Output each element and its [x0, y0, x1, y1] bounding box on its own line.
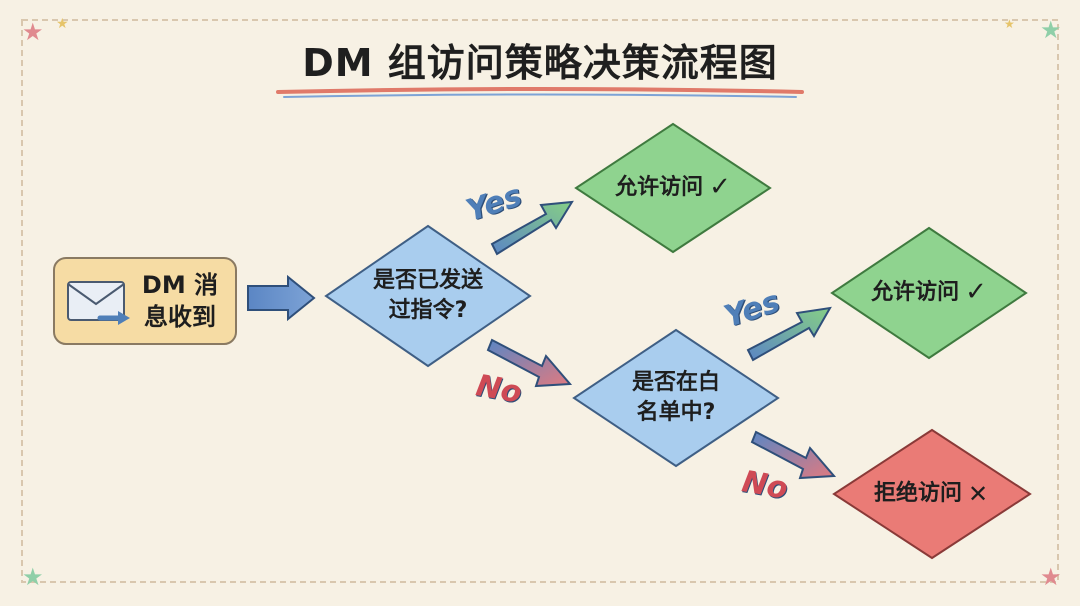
- decision1-node: [324, 224, 532, 368]
- star-icon: ★: [1040, 16, 1062, 44]
- star-icon: ★: [22, 18, 44, 46]
- decision2-line2: 名单中?: [636, 400, 716, 425]
- page-border: [21, 19, 1059, 583]
- start-node: [53, 257, 237, 345]
- arrow-start-to-decision1: [247, 274, 316, 322]
- allow1-label: 允许访问 ✓: [590, 170, 756, 206]
- arrow-yes-to-allow1: [490, 200, 574, 256]
- title-underline-secondary: [283, 93, 797, 98]
- decision2-node: [572, 328, 780, 468]
- allow2-node: [830, 226, 1028, 360]
- deny-label: 拒绝访问 ✕: [848, 476, 1014, 512]
- arrow-no-to-decision2: [486, 338, 573, 388]
- decision2-line1: 是否在白: [631, 370, 720, 396]
- decision1-line2: 过指令?: [388, 298, 468, 323]
- star-icon: ★: [56, 16, 69, 32]
- arrow-yes-to-allow2: [746, 306, 832, 362]
- allow1-node: [574, 122, 772, 254]
- allow2-label: 允许访问 ✓: [846, 275, 1012, 311]
- decision1-line1: 是否已发送: [372, 268, 483, 294]
- envelope-arrow-icon: [67, 281, 130, 325]
- cross-icon: ✕: [967, 479, 989, 508]
- checkmark-icon: ✓: [709, 172, 731, 203]
- star-icon: ★: [22, 563, 44, 591]
- page-title: DM 组访问策略决策流程图: [302, 41, 778, 85]
- star-icon: ★: [1040, 563, 1062, 591]
- decision1-label: 是否已发送 过指令?: [336, 258, 520, 334]
- checkmark-icon: ✓: [965, 277, 987, 308]
- title-underline: [276, 87, 804, 94]
- deny-node: [832, 428, 1032, 560]
- allow1-text: 允许访问: [615, 175, 704, 201]
- star-icon: ★: [1004, 17, 1015, 31]
- start-label-line2: 息收到: [144, 303, 216, 331]
- start-node-label: DM 消 息收到: [128, 262, 232, 340]
- start-label-line1: DM 消: [141, 270, 219, 299]
- decision2-label: 是否在白 名单中?: [590, 360, 762, 436]
- allow2-text: 允许访问: [871, 280, 960, 306]
- deny-text: 拒绝访问: [873, 481, 962, 507]
- arrow-no-to-deny: [750, 430, 837, 480]
